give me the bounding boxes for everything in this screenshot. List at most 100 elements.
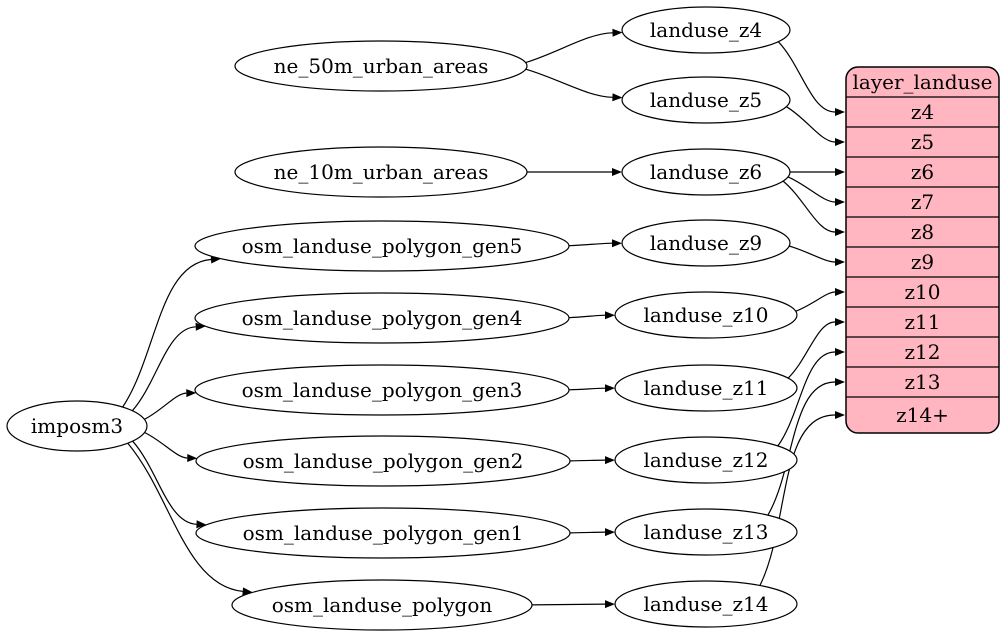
- node-shape-landuse_z4: [621, 6, 791, 54]
- edge-landuse_z12-to-layer_landuse-z12: [777, 351, 836, 447]
- node-shape-landuse_z6: [621, 148, 791, 196]
- table-row-z5: z5: [911, 130, 934, 154]
- edge-imposm3-to-osm_landuse_polygon_gen1: [132, 440, 197, 525]
- node-shape-ne_10m_urban_areas: [234, 146, 528, 198]
- node-shape-imposm3: [6, 400, 148, 452]
- node-landuse_z5: landuse_z5: [621, 76, 791, 124]
- edge-landuse_z6-to-layer_landuse-z6-arrowhead: [835, 168, 845, 176]
- node-label-landuse_z6: landuse_z6: [650, 160, 762, 184]
- table-row-z14+: z14+: [896, 403, 949, 427]
- table-header-layer_landuse: layer_landuse: [853, 70, 993, 94]
- table-row-z9: z9: [911, 250, 934, 274]
- node-shape-landuse_z5: [621, 76, 791, 124]
- node-label-osm_landuse_polygon_gen2: osm_landuse_polygon_gen2: [243, 449, 524, 473]
- edge-landuse_z12-to-layer_landuse-z12-arrowhead: [835, 348, 845, 356]
- edge-ne_50m_urban_areas-to-landuse_z4: [525, 32, 613, 64]
- edge-osm_landuse_polygon_gen4-to-landuse_z10-arrowhead: [605, 311, 615, 320]
- edge-imposm3-to-osm_landuse_polygon_gen1-arrowhead: [196, 520, 207, 529]
- table-row-z10: z10: [905, 280, 941, 304]
- edge-ne_50m_urban_areas-to-landuse_z4-arrowhead: [612, 28, 623, 37]
- node-landuse_z9: landuse_z9: [621, 219, 791, 267]
- node-landuse_z11: landuse_z11: [614, 364, 798, 412]
- node-shape-osm_landuse_polygon_gen4: [194, 292, 570, 344]
- node-label-osm_landuse_polygon_gen1: osm_landuse_polygon_gen1: [243, 521, 524, 545]
- edge-ne_10m_urban_areas-to-landuse_z6-arrowhead: [612, 168, 622, 176]
- table-row-z8: z8: [911, 220, 934, 244]
- node-label-landuse_z13: landuse_z13: [644, 520, 769, 544]
- node-shape-landuse_z11: [614, 364, 798, 412]
- node-label-osm_landuse_polygon_gen5: osm_landuse_polygon_gen5: [242, 234, 523, 258]
- node-label-landuse_z5: landuse_z5: [650, 88, 762, 112]
- node-label-landuse_z11: landuse_z11: [644, 376, 769, 400]
- table-row-z4: z4: [911, 100, 934, 124]
- edge-landuse_z9-to-layer_landuse-z9: [789, 245, 836, 263]
- edge-landuse_z11-to-layer_landuse-z11-arrowhead: [835, 318, 845, 326]
- node-landuse_z4: landuse_z4: [621, 6, 791, 54]
- edge-landuse_z4-to-layer_landuse-z4: [777, 41, 836, 113]
- edge-landuse_z14-to-layer_landuse-z14+: [759, 414, 836, 586]
- node-label-landuse_z12: landuse_z12: [644, 448, 769, 472]
- node-osm_landuse_polygon_gen1: osm_landuse_polygon_gen1: [195, 507, 571, 559]
- edge-ne_50m_urban_areas-to-landuse_z5: [525, 68, 613, 98]
- node-landuse_z12: landuse_z12: [614, 436, 798, 484]
- edge-landuse_z10-to-layer_landuse-z10-arrowhead: [835, 288, 845, 296]
- node-shape-osm_landuse_polygon_gen3: [194, 364, 570, 416]
- node-shape-ne_50m_urban_areas: [234, 40, 528, 92]
- node-label-landuse_z4: landuse_z4: [650, 18, 762, 42]
- edge-osm_landuse_polygon_gen5-to-landuse_z9-arrowhead: [612, 239, 622, 248]
- edge-imposm3-to-osm_landuse_polygon-arrowhead: [242, 587, 253, 596]
- node-label-osm_landuse_polygon: osm_landuse_polygon: [272, 593, 493, 617]
- edge-landuse_z6-to-layer_landuse-z7-arrowhead: [835, 198, 845, 206]
- table-row-z11: z11: [905, 310, 941, 334]
- nodes-layer: imposm3 ne_50m_urban_areas ne_10m_urban_ar…: [6, 6, 798, 631]
- edge-landuse_z5-to-layer_landuse-z5-arrowhead: [835, 138, 845, 146]
- table-row-z12: z12: [905, 340, 941, 364]
- node-landuse_z13: landuse_z13: [614, 508, 798, 556]
- edge-landuse_z14-to-layer_landuse-z14+-arrowhead: [835, 411, 845, 419]
- edge-landuse_z11-to-layer_landuse-z11: [787, 321, 836, 379]
- edge-osm_landuse_polygon_gen5-to-landuse_z9: [568, 242, 613, 247]
- edge-osm_landuse_polygon-to-landuse_z14-arrowhead: [605, 600, 615, 609]
- edge-osm_landuse_polygon_gen1-to-landuse_z13: [569, 531, 606, 534]
- edge-imposm3-to-osm_landuse_polygon: [127, 442, 243, 592]
- node-shape-osm_landuse_polygon: [231, 579, 533, 631]
- edge-landuse_z13-to-layer_landuse-z13-arrowhead: [835, 378, 845, 386]
- node-shape-landuse_z14: [614, 580, 798, 628]
- table-row-z6: z6: [911, 160, 934, 184]
- node-osm_landuse_polygon_gen3: osm_landuse_polygon_gen3: [194, 364, 570, 416]
- node-imposm3: imposm3: [6, 400, 148, 452]
- table-outline: [845, 66, 1000, 434]
- node-osm_landuse_polygon_gen2: osm_landuse_polygon_gen2: [195, 435, 571, 487]
- node-shape-landuse_z10: [614, 291, 798, 339]
- edge-landuse_z13-to-layer_landuse-z13: [767, 381, 836, 516]
- table-row-z13: z13: [905, 370, 941, 394]
- edge-osm_landuse_polygon_gen3-to-landuse_z11-arrowhead: [605, 384, 615, 393]
- edge-osm_landuse_polygon_gen4-to-landuse_z10: [568, 314, 606, 319]
- edge-landuse_z4-to-layer_landuse-z4-arrowhead: [835, 108, 845, 116]
- node-label-osm_landuse_polygon_gen4: osm_landuse_polygon_gen4: [242, 306, 523, 330]
- edge-osm_landuse_polygon-to-landuse_z14: [531, 603, 606, 606]
- edge-landuse_z9-to-layer_landuse-z9-arrowhead: [835, 258, 845, 266]
- node-shape-osm_landuse_polygon_gen1: [195, 507, 571, 559]
- table-row-z7: z7: [911, 190, 934, 214]
- edge-osm_landuse_polygon_gen1-to-landuse_z13-arrowhead: [605, 528, 615, 537]
- node-label-landuse_z10: landuse_z10: [644, 303, 769, 327]
- edge-ne_50m_urban_areas-to-landuse_z5-arrowhead: [612, 93, 623, 102]
- edge-landuse_z5-to-layer_landuse-z5: [786, 106, 836, 143]
- table-layer_landuse: layer_landuse z4 z5 z6 z7 z8 z9 z10 z11 z12 z13 z14…: [845, 66, 1000, 434]
- edge-landuse_z6-to-layer_landuse-z7: [787, 176, 836, 203]
- edge-landuse_z6-to-layer_landuse-z8: [782, 180, 836, 233]
- node-shape-landuse_z12: [614, 436, 798, 484]
- node-label-ne_50m_urban_areas: ne_50m_urban_areas: [274, 54, 489, 78]
- edge-imposm3-to-osm_landuse_polygon_gen3-arrowhead: [186, 389, 197, 398]
- node-shape-osm_landuse_polygon_gen5: [194, 220, 570, 272]
- node-landuse_z10: landuse_z10: [614, 291, 798, 339]
- edge-imposm3-to-osm_landuse_polygon_gen2: [144, 431, 188, 459]
- edge-landuse_z6-to-layer_landuse-z8-arrowhead: [835, 228, 845, 236]
- node-osm_landuse_polygon: osm_landuse_polygon: [231, 579, 533, 631]
- edge-imposm3-to-osm_landuse_polygon_gen4-arrowhead: [195, 322, 206, 331]
- node-landuse_z14: landuse_z14: [614, 580, 798, 628]
- node-ne_10m_urban_areas: ne_10m_urban_areas: [234, 146, 528, 198]
